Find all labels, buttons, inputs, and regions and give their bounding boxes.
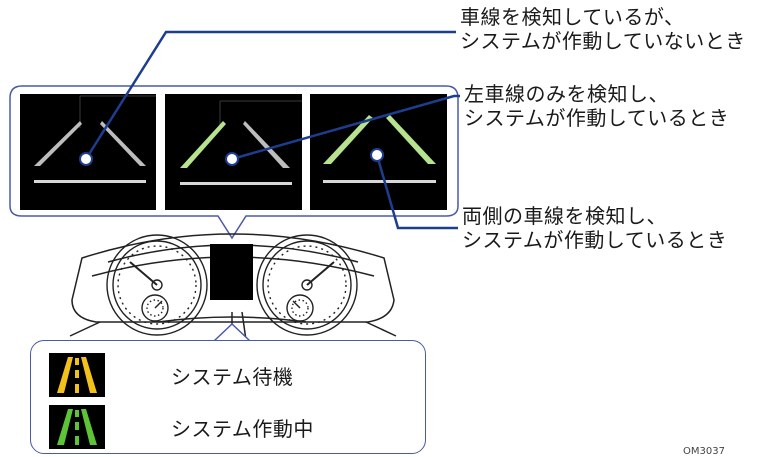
left-gauge [106, 234, 208, 336]
callout-line-2: システムが作動しているとき [464, 106, 730, 130]
legend-row-standby: システム待機 [49, 353, 293, 397]
callout-line-not-operating [84, 30, 456, 160]
left-lane-marker [34, 121, 82, 166]
callout-line-2: システムが作動しているとき [462, 228, 728, 252]
active-label: システム作動中 [171, 416, 314, 441]
callout-line-1: 車線を検知しているが、 [460, 5, 685, 29]
callout-not-operating: 車線を検知しているが、 システムが作動していないとき [460, 5, 746, 53]
callout-line-1: 両側の車線を検知し、 [462, 204, 667, 228]
lane-indicator-active-icon [49, 405, 105, 449]
callout-line-left-only [231, 94, 460, 161]
screen-not-operating [20, 94, 156, 210]
right-lane-marker [100, 121, 146, 166]
figure-code: OM3037 [683, 446, 725, 457]
standby-label: システム待機 [171, 364, 294, 389]
right-lane-marker [386, 115, 436, 164]
callout-left-only: 左車線のみを検知し、 システムが作動しているとき [464, 82, 729, 130]
callout-lines [84, 30, 460, 230]
callout-both-sides: 両側の車線を検知し、 システムが作動しているとき [462, 204, 727, 252]
left-lane-marker [180, 121, 226, 168]
indicator-legend: システム待機 システム作動中 [30, 340, 426, 454]
callout-dots [79, 148, 384, 166]
right-lane-marker [243, 121, 290, 168]
callout-line-1: 左車線のみを検知し、 [464, 82, 669, 106]
right-gauge [256, 234, 358, 336]
legend-row-active: システム作動中 [49, 405, 314, 449]
left-lane-marker [323, 115, 373, 164]
multi-information-display [210, 244, 253, 300]
callout-line-2: システムが作動していないとき [460, 29, 746, 53]
legend-pointer [213, 322, 251, 342]
lane-indicator-standby-icon [49, 353, 105, 397]
screen-left-only [165, 94, 302, 210]
callout-line-both-sides [375, 154, 458, 230]
